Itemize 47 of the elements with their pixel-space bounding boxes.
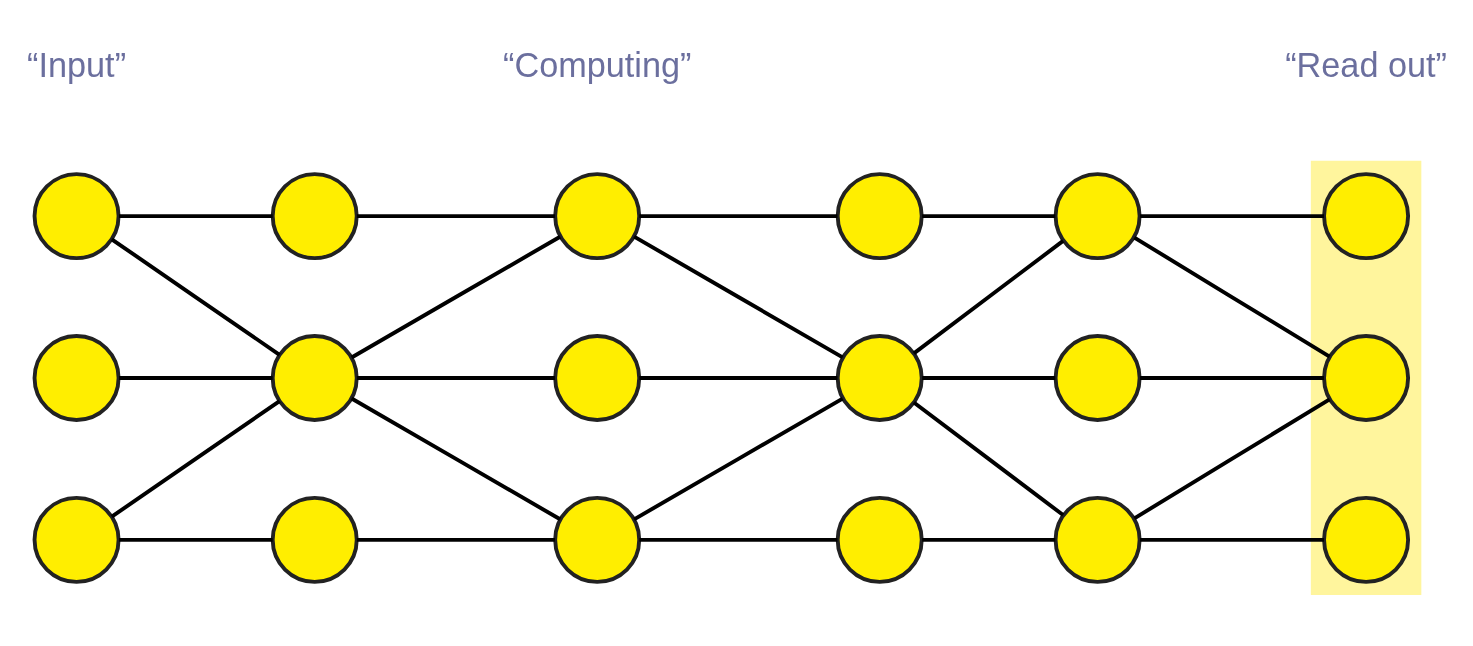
node-circle xyxy=(270,171,359,260)
connector xyxy=(356,375,555,380)
node-circle xyxy=(1322,495,1411,584)
connector xyxy=(1140,537,1325,542)
node-circle xyxy=(32,333,121,422)
connector xyxy=(110,399,281,518)
connector xyxy=(639,375,838,380)
label: “Input” xyxy=(27,45,127,84)
node-circle xyxy=(553,171,642,260)
node-circle xyxy=(1322,333,1411,422)
node-circle xyxy=(1053,333,1142,422)
node-circle xyxy=(1053,495,1142,584)
connector xyxy=(912,400,1065,517)
connector xyxy=(633,396,844,521)
label: “Read out” xyxy=(1285,45,1447,84)
label: “Computing” xyxy=(503,45,692,84)
connector xyxy=(922,375,1056,380)
node-circle xyxy=(32,171,121,260)
connector xyxy=(350,396,562,521)
connector xyxy=(350,234,562,359)
node-circle xyxy=(835,333,924,422)
connector xyxy=(639,213,838,218)
connector xyxy=(1140,375,1325,380)
node-circle xyxy=(1053,171,1142,260)
node-circle xyxy=(553,495,642,584)
connector xyxy=(1133,235,1331,358)
connector xyxy=(119,213,273,218)
node-circle xyxy=(270,333,359,422)
node-circle xyxy=(270,495,359,584)
connector xyxy=(1133,397,1331,520)
connector xyxy=(110,237,281,356)
connector xyxy=(922,213,1056,218)
connector xyxy=(356,537,555,542)
connector xyxy=(356,213,555,218)
connector xyxy=(119,537,273,542)
node-circle xyxy=(1322,171,1411,260)
connector xyxy=(633,234,844,359)
node-circle xyxy=(835,495,924,584)
node-circle xyxy=(32,495,121,584)
connector xyxy=(639,537,838,542)
connector xyxy=(1140,213,1325,218)
connector xyxy=(912,238,1065,355)
node-circle xyxy=(553,333,642,422)
node-circle xyxy=(835,171,924,260)
connector xyxy=(119,375,273,380)
connector xyxy=(922,537,1056,542)
cluster xyxy=(1310,160,1422,595)
